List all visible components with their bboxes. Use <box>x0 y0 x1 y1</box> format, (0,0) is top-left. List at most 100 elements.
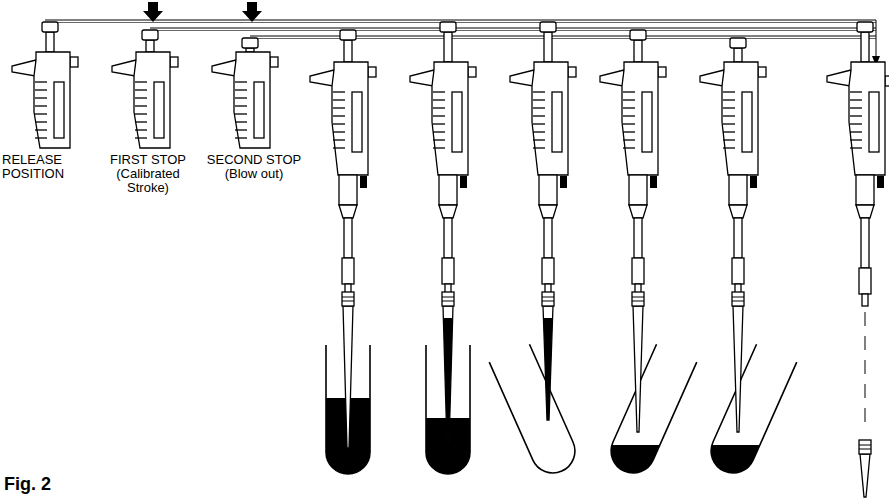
plunger-stem <box>861 32 869 62</box>
grip-ridge <box>333 91 345 92</box>
grip-ridge <box>433 115 445 116</box>
plunger-knob <box>340 30 356 40</box>
guide-line <box>45 20 876 21</box>
grip-ridge <box>135 81 147 82</box>
finger-hook <box>510 70 534 86</box>
pipette <box>510 22 576 420</box>
grip-ridge <box>433 99 445 100</box>
pipette-tip <box>860 454 870 497</box>
liquid <box>678 445 798 502</box>
grip-ridge <box>35 121 47 122</box>
shaft <box>444 218 452 258</box>
plunger-stem <box>734 48 742 62</box>
ejector-lever <box>877 176 884 188</box>
tip-collar <box>542 292 554 306</box>
position-label: SECOND STOP (Blow out) <box>200 153 308 181</box>
pipette-body <box>622 62 658 175</box>
grip-ridge <box>433 139 445 140</box>
grip-ridge <box>333 131 345 132</box>
ejector-lever <box>360 176 367 188</box>
plunger-stem <box>46 32 54 52</box>
grip-ridge <box>623 123 635 124</box>
pipette-tip <box>543 306 553 420</box>
grip-ridge <box>235 121 247 122</box>
grip-ridge <box>723 107 735 108</box>
grip-ridge <box>135 129 147 130</box>
grip-ridge <box>723 123 735 124</box>
guide-line <box>45 22 876 23</box>
pipette-tip <box>633 306 643 432</box>
lower-body <box>339 175 357 205</box>
shaft-taper <box>539 205 557 218</box>
tube-wall <box>704 344 797 480</box>
ejector-button <box>368 67 376 77</box>
grip-ridge <box>135 137 147 138</box>
ejector-sleeve <box>732 258 744 284</box>
ejector-button <box>270 57 278 67</box>
grip-ridge <box>723 115 735 116</box>
tip-collar <box>632 292 644 306</box>
grip-ridge <box>333 123 345 124</box>
ejector-button <box>468 67 476 77</box>
tip-collar <box>859 440 871 454</box>
plunger-position-icon <box>112 30 178 148</box>
grip-ridge <box>723 99 735 100</box>
grip-ridge <box>623 147 635 148</box>
plunger-knob <box>42 22 58 32</box>
grip-ridge <box>533 91 545 92</box>
grip-ridge <box>333 107 345 108</box>
grip-ridge <box>850 147 862 148</box>
shaft-taper <box>856 205 874 218</box>
grip-ridge <box>433 123 445 124</box>
grip-ridge <box>135 105 147 106</box>
collar-ridge <box>859 445 871 446</box>
grip-ridge <box>333 99 345 100</box>
collar-ridge <box>442 301 454 302</box>
pipette-body <box>134 52 170 148</box>
ejector-lever <box>460 176 467 188</box>
collar-ridge <box>342 301 354 302</box>
plunger-knob <box>857 22 873 32</box>
grip-ridge <box>433 147 445 148</box>
lower-body <box>729 175 747 205</box>
guide-line <box>150 28 876 29</box>
grip-ridge <box>533 147 545 148</box>
pipette <box>310 30 376 448</box>
lower-body <box>629 175 647 205</box>
position-label: FIRST STOP (Calibrated Stroke) <box>100 153 196 195</box>
grip-ridge <box>135 97 147 98</box>
ejector-sleeve <box>442 258 454 284</box>
volume-window <box>869 92 879 152</box>
collar-ridge <box>632 297 644 298</box>
liquid-in-tip <box>543 318 552 420</box>
volume-window <box>254 82 264 138</box>
grip-ridge <box>235 97 247 98</box>
grip-ridge <box>533 131 545 132</box>
plunger-knob <box>440 22 456 32</box>
shaft <box>544 218 552 258</box>
press-arrow <box>242 2 262 22</box>
grip-ridge <box>533 99 545 100</box>
test-tube <box>489 344 582 480</box>
grip-ridge <box>850 107 862 108</box>
grip-ridge <box>723 139 735 140</box>
finger-hook <box>600 70 624 86</box>
grip-ridge <box>35 97 47 98</box>
finger-hook <box>112 60 136 76</box>
grip-ridge <box>135 113 147 114</box>
grip-ridge <box>850 123 862 124</box>
ejector-button <box>170 57 178 67</box>
grip-ridge <box>235 81 247 82</box>
grip-ridge <box>623 99 635 100</box>
ejector-button <box>758 67 766 77</box>
shaft <box>634 218 642 258</box>
grip-ridge <box>35 89 47 90</box>
collar-ridge <box>342 297 354 298</box>
pipette-body <box>532 62 568 175</box>
grip-ridge <box>35 81 47 82</box>
grip-ridge <box>433 131 445 132</box>
grip-ridge <box>623 91 635 92</box>
tip-cone-nose <box>862 294 868 306</box>
